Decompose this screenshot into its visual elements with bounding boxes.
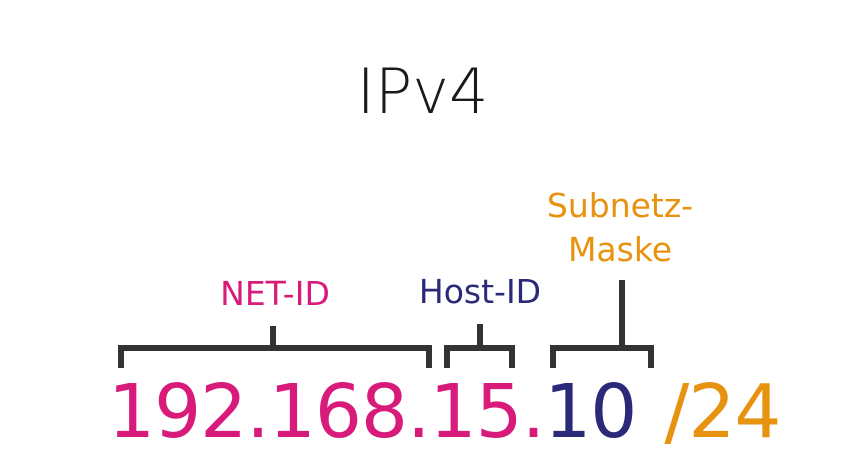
net-id-bracket (118, 326, 432, 368)
mask-part: /24 (664, 369, 781, 455)
net-id-label: NET-ID (220, 274, 330, 313)
diagram-title: IPv4 (356, 55, 489, 128)
host-id-label: Host-ID (418, 272, 542, 311)
host-id-bracket (444, 324, 515, 368)
subnet-mask-label-line1: Subnetz- (546, 186, 694, 225)
subnet-mask-label-line2: Maske (567, 230, 673, 269)
ip-address: 192.168.15.10/24 (108, 369, 781, 455)
subnet-mask-bracket (550, 280, 654, 368)
net-part: 192.168.15. (108, 369, 545, 455)
subnet-mask-label: Subnetz- Maske (535, 184, 705, 272)
host-part: 10 (544, 369, 637, 455)
